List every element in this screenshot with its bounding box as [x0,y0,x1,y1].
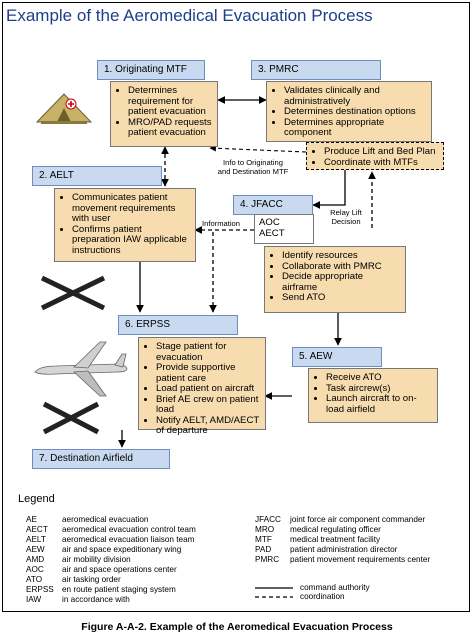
legend-text: air and space expeditionary wing [62,545,182,554]
legend-abbr: PMRC [255,555,280,564]
jfacc-item: Collaborate with PMRC [282,261,400,273]
mtf-item: MRO/PAD requests patient evacuation [128,117,212,139]
aew-header: 5. AEW [292,347,382,367]
aew-item: Task aircrew(s) [326,383,432,395]
label-relay: Relay Lift Decision [330,208,362,226]
legend-abbr: MTF [255,535,272,544]
erpss-box: Stage patient for evacuation Provide sup… [138,337,266,436]
jfacc-sub-aect: AECT [259,227,285,239]
aelt-header: 2. AELT [32,166,162,186]
legend-text: patient movement requirements center [290,555,431,564]
mtf-box: Determines requirement for patient evacu… [110,81,218,147]
legend-text: medical regulating officer [290,525,381,534]
pmrc-lift-item: Produce Lift and Bed Plan [324,146,438,158]
jfacc-item: Send ATO [282,292,400,304]
pmrc-lift-box: Produce Lift and Bed Plan Coordinate wit… [306,142,444,170]
mtf-item: Determines requirement for patient evacu… [128,85,212,118]
erpss-header: 6. ERPSS [118,315,238,335]
aelt-item: Confirms patient preparation IAW applica… [72,224,190,257]
legend-text: air tasking order [62,575,121,584]
legend-title: Legend [18,493,55,505]
jfacc-header: 4. JFACC [233,195,313,215]
legend-text: in accordance with [62,595,130,604]
page-title: Example of the Aeromedical Evacuation Pr… [6,6,373,25]
mtf-header: 1. Originating MTF [97,60,205,80]
legend-abbr: IAW [26,595,42,604]
legend-abbr: AE [26,515,37,524]
legend-text-right: joint force air component commander medi… [290,515,430,565]
legend-abbr: ERPSS [26,585,54,594]
pmrc-lift-item: Coordinate with MTFs [324,157,438,169]
pmrc-box: Validates clinically and administrativel… [266,81,432,142]
label-information: Information [202,219,240,228]
aelt-item: Communicates patient movement requiremen… [72,192,190,225]
legend-text: aeromedical evacuation liaison team [62,535,195,544]
legend-abbr: AEW [26,545,45,554]
legend-text: patient administration director [290,545,398,554]
destination-header: 7. Destination Airfield [32,449,170,469]
erpss-item: Notify AELT, AMD/AECT of departure [156,415,260,437]
label-info-orig: Info to Originating and Destination MTF [217,158,289,176]
erpss-item: Provide supportive patient care [156,362,260,384]
legend-text: aeromedical evacuation control team [62,525,196,534]
legend-abbr-right: JFACC MRO MTF PAD PMRC [255,515,281,565]
legend-abbr: AELT [26,535,46,544]
legend-abbr: JFACC [255,515,281,524]
aew-box: Receive ATO Task aircrew(s) Launch aircr… [308,368,438,423]
legend-text-left: aeromedical evacuation aeromedical evacu… [62,515,196,605]
legend-text: aeromedical evacuation [62,515,149,524]
pmrc-header: 3. PMRC [251,60,381,80]
legend-abbr: PAD [255,545,272,554]
aew-item: Launch aircraft to on-load airfield [326,393,432,415]
jfacc-item: Decide appropriate airframe [282,271,400,293]
legend-abbr: ATO [26,575,43,584]
aew-item: Receive ATO [326,372,432,384]
legend-abbr-left: AE AECT AELT AEW AMD AOC ATO ERPSS IAW [26,515,54,605]
erpss-item: Load patient on aircraft [156,383,260,395]
legend-abbr: AMD [26,555,45,564]
edge-pmrc-jfacc [312,170,346,209]
legend-text: medical treatment facility [290,535,381,544]
legend-text: en route patient staging system [62,585,176,594]
tent-icon [35,93,93,124]
pmrc-item: Determines destination options [284,106,426,118]
jfacc-item: Identify resources [282,250,400,262]
pmrc-item: Validates clinically and administrativel… [284,85,426,107]
figure-caption: Figure A-A-2. Example of the Aeromedical… [81,621,393,633]
jfacc-sub-box: AOC AECT [254,214,314,244]
aircraft-icon [34,341,128,397]
runway-x-icon-2 [42,401,100,435]
erpss-item: Brief AE crew on patient load [156,394,260,416]
erpss-item: Stage patient for evacuation [156,341,260,363]
runway-x-icon [40,275,106,311]
legend-text: joint force air component commander [290,515,426,524]
legend-abbr: MRO [255,525,275,534]
pmrc-item: Determines appropriate component [284,117,426,139]
jfacc-sub-aoc: AOC [259,217,280,228]
legend-coordination: coordination [300,592,345,601]
legend-text: air and space operations center [62,565,177,574]
legend-command: command authority [300,583,370,592]
jfacc-box: Identify resources Collaborate with PMRC… [264,246,406,313]
figure-frame [2,2,470,612]
edge-info-orig [209,144,307,153]
legend-abbr: AOC [26,565,44,574]
aelt-box: Communicates patient movement requiremen… [54,188,196,262]
legend-abbr: AECT [26,525,48,534]
legend-text: air mobility division [62,555,131,564]
